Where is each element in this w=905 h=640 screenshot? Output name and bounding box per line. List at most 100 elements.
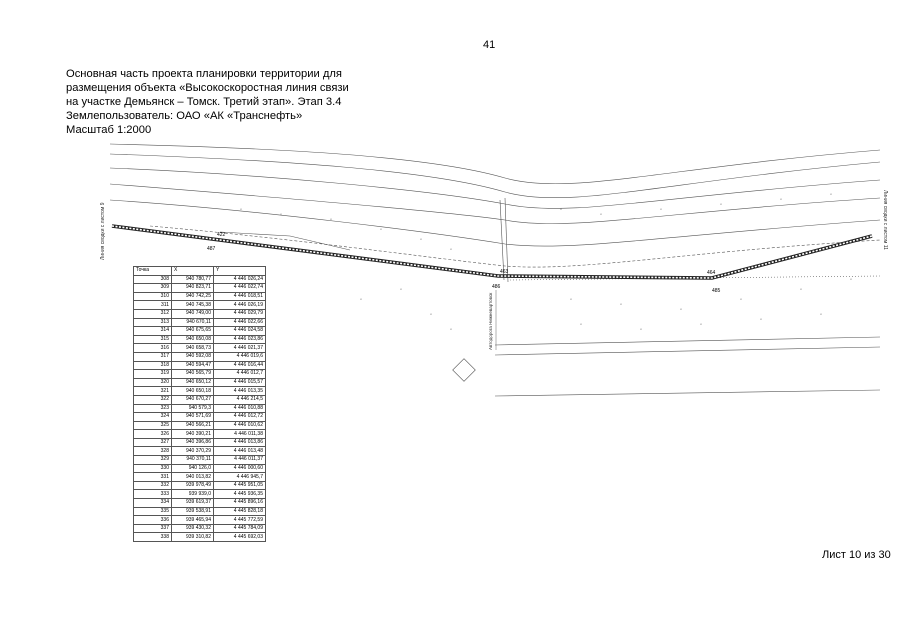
cell-point: 333	[133, 489, 172, 500]
cell-x: 939 978,49	[171, 480, 214, 491]
cell-y: 4 445 692,03	[213, 532, 266, 542]
cell-x: 940 650,08	[171, 334, 214, 345]
cell-point: 326	[133, 429, 172, 439]
cell-point: 321	[133, 386, 172, 396]
svg-text:ᵥ: ᵥ	[700, 321, 702, 327]
table-header-row: Точка X Y	[133, 266, 266, 276]
svg-text:ᵥ: ᵥ	[560, 206, 562, 212]
cell-y: 4 446 011,37	[213, 455, 266, 465]
cell-x: 940 126,0	[171, 463, 214, 474]
cell-point: 331	[133, 472, 172, 482]
cell-x: 940 565,79	[171, 369, 214, 379]
cell-point: 325	[133, 420, 172, 431]
cell-point: 318	[133, 360, 172, 371]
cell-x: 940 566,21	[171, 420, 214, 431]
point-label: 485	[712, 288, 721, 294]
title-block: Основная часть проекта планировки террит…	[66, 67, 366, 137]
cell-x: 940 396,86	[171, 437, 214, 448]
cell-x: 940 592,08	[171, 351, 214, 362]
cell-y: 4 446 022,74	[213, 283, 266, 293]
cell-point: 335	[133, 506, 172, 517]
cell-y: 4 446 016,44	[213, 360, 266, 371]
cell-y: 4 446 013,48	[213, 446, 266, 457]
cell-point: 330	[133, 463, 172, 474]
cell-point: 324	[133, 412, 172, 422]
point-label: 487	[207, 246, 216, 252]
cell-point: 327	[133, 437, 172, 448]
header-point: Точка	[133, 266, 172, 276]
svg-text:ᵥ: ᵥ	[240, 206, 242, 212]
cell-y: 4 446 022,66	[213, 317, 266, 328]
cell-y: 4 446 010,62	[213, 420, 266, 431]
cell-y: 4 446 214,5	[213, 394, 266, 405]
cell-y: 4 446 012,72	[213, 412, 266, 422]
road-label: Автодорога Нижневартовск	[488, 293, 493, 350]
cell-x: 940 579,3	[171, 403, 214, 414]
cell-x: 940 013,82	[171, 472, 214, 482]
sheet-label: Лист 10 из 30	[822, 549, 891, 561]
title-line-2: размещения объекта «Высокоскоростная лин…	[66, 82, 349, 94]
svg-text:ᵥ: ᵥ	[280, 211, 282, 217]
cell-point: 308	[133, 274, 172, 285]
cell-x: 940 823,71	[171, 283, 214, 293]
svg-text:ᵥ: ᵥ	[660, 206, 662, 212]
svg-text:ᵥ: ᵥ	[430, 311, 432, 317]
cell-point: 319	[133, 369, 172, 379]
cell-y: 4 445 936,35	[213, 489, 266, 500]
cell-x: 940 675,65	[171, 326, 214, 336]
svg-text:ᵥ: ᵥ	[380, 226, 382, 232]
point-label: 463	[500, 269, 509, 275]
cell-x: 940 594,47	[171, 360, 214, 371]
cell-point: 336	[133, 515, 172, 525]
svg-text:ᵥ: ᵥ	[570, 296, 572, 302]
cell-y: 4 446 024,58	[213, 326, 266, 336]
cell-x: 940 780,77	[171, 274, 214, 285]
cell-x: 940 658,73	[171, 343, 214, 353]
cell-y: 4 445 951,05	[213, 480, 266, 491]
cell-x: 939 310,82	[171, 532, 214, 542]
header-y: Y	[213, 266, 266, 276]
cell-y: 4 445 896,16	[213, 498, 266, 508]
cell-y: 4 445 784,09	[213, 523, 266, 534]
cell-x: 940 650,12	[171, 377, 214, 388]
title-line-3: на участке Демьянск – Томск. Третий этап…	[66, 96, 342, 108]
svg-text:ᵥ: ᵥ	[740, 296, 742, 302]
cell-point: 314	[133, 326, 172, 336]
svg-text:ᵥ: ᵥ	[600, 211, 602, 217]
svg-text:ᵥ: ᵥ	[360, 296, 362, 302]
cell-x: 939 465,94	[171, 515, 214, 525]
cell-x: 940 749,00	[171, 308, 214, 319]
point-label: 464	[707, 270, 716, 276]
cell-point: 322	[133, 394, 172, 405]
svg-text:ᵥ: ᵥ	[780, 196, 782, 202]
cell-point: 328	[133, 446, 172, 457]
cell-y: 4 446 015,57	[213, 377, 266, 388]
cell-x: 939 430,32	[171, 523, 214, 534]
cell-point: 334	[133, 498, 172, 508]
cell-y: 4 446 023,86	[213, 334, 266, 345]
cable-route	[111, 224, 873, 280]
point-label: 486	[492, 284, 501, 290]
cell-x: 940 571,69	[171, 412, 214, 422]
